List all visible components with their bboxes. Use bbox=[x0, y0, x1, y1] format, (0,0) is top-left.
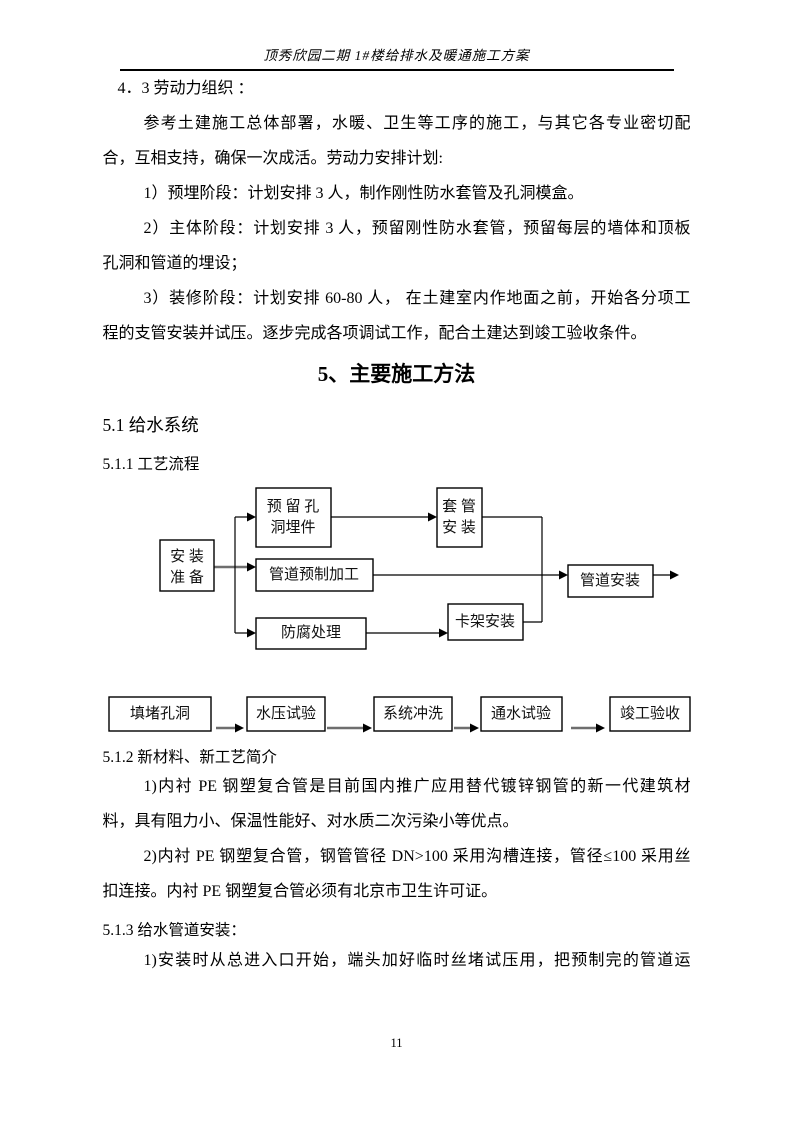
flowchart-box-sleeve bbox=[435, 487, 483, 548]
page-number: 11 bbox=[390, 1036, 403, 1050]
arrowhead bbox=[246, 512, 256, 522]
arrowhead bbox=[234, 723, 244, 733]
flowchart-box-water-test bbox=[479, 696, 563, 732]
flowchart-box-prep bbox=[158, 539, 215, 592]
arrowhead bbox=[595, 723, 605, 733]
heading-5: 5、主要施工方法 bbox=[317, 362, 476, 386]
arrowhead bbox=[362, 723, 372, 733]
list-item: 1）预埋阶段：计划安排 3 人，制作刚性防水套管及孔洞模盒。 bbox=[143, 185, 584, 202]
flowchart-box-prefab bbox=[254, 558, 374, 592]
heading-5-1: 5.1 给水系统 bbox=[102, 415, 199, 435]
paragraph-line: 扣连接。内衬 PE 钢塑复合管必须有北京市卫生许可证。 bbox=[102, 883, 498, 900]
flowchart-label: 通水试验 bbox=[490, 705, 550, 722]
flowchart-label: 预 留 孔 bbox=[266, 498, 319, 515]
flowchart-box-pipe-install bbox=[566, 564, 654, 598]
flowchart-label: 系统冲洗 bbox=[382, 705, 442, 722]
arrowhead bbox=[558, 570, 568, 580]
document-body: 4．3 劳动力组织 ： 参考土建施工总体部署，水暖、卫生等工序的施工，与其它各专… bbox=[103, 71, 691, 978]
flowchart-label: 洞埋件 bbox=[270, 519, 315, 536]
flowchart-label: 防腐处理 bbox=[280, 623, 340, 641]
list-item: 3）装修阶段：计划安排 60-80 人， 在土建室内作地面之前，开始各分项工 bbox=[143, 290, 691, 307]
arrowhead bbox=[438, 628, 448, 638]
paragraph-line: 合，互相支持，确保一次成活。劳动力安排计划: bbox=[102, 150, 443, 167]
flowchart-box-anticorrosion bbox=[254, 617, 367, 650]
header-title: 顶秀欣园二期 1#楼给排水及暖通施工方案 bbox=[263, 48, 530, 63]
arrowhead bbox=[469, 723, 479, 733]
page-footer: 11 bbox=[0, 1036, 793, 1051]
heading-4-3: 4．3 劳动力组织 ： bbox=[117, 80, 254, 97]
flowchart-label: 安 装 bbox=[442, 519, 476, 536]
flowchart-box-completion bbox=[608, 696, 691, 732]
flowchart-box-pressure-test bbox=[245, 696, 326, 732]
paragraph-line: 程的支管安装并试压。逐步完成各项调试工作，配合土建达到竣工验收条件。 bbox=[102, 325, 647, 342]
flowchart-label: 卡架安装 bbox=[454, 613, 514, 630]
flowchart-label: 管道安装 bbox=[579, 572, 639, 589]
flowchart-label: 套 管 bbox=[442, 498, 476, 515]
paragraph-line: 料，具有阻力小、保温性能好、对水质二次污染小等优点。 bbox=[102, 813, 519, 830]
arrowhead bbox=[427, 512, 437, 522]
flowchart-box-fill-holes bbox=[107, 696, 212, 732]
flowchart-label: 管道预制加工 bbox=[268, 566, 358, 583]
flowchart-label: 安 装 bbox=[170, 548, 204, 565]
arrowhead bbox=[246, 628, 256, 638]
paragraph-line: 参考土建施工总体部署，水暖、卫生等工序的施工，与其它各专业密切配 bbox=[143, 115, 691, 132]
heading-5-1-3: 5.1.3 给水管道安装： bbox=[102, 922, 246, 939]
paragraph-line: 2)内衬 PE 钢塑复合管，钢管管径 DN>100 采用沟槽连接，管径≤100 … bbox=[143, 848, 691, 865]
flowchart-box-system-flush bbox=[372, 696, 453, 732]
paragraph-line: 1)安装时从总进入口开始，端头加好临时丝堵试压用，把预制完的管道运 bbox=[143, 952, 691, 969]
flowchart-box-bracket bbox=[446, 603, 524, 641]
flowchart-label: 准 备 bbox=[170, 569, 204, 586]
paragraph-line: 1)内衬 PE 钢塑复合管是目前国内推广应用替代镀锌钢管的新一代建筑材 bbox=[143, 778, 691, 795]
process-flowchart: 安 装 准 备 预 留 孔 洞埋件 管道预制加工 防腐处理 套 管 安 装 卡架… bbox=[158, 487, 679, 650]
arrowhead bbox=[669, 570, 679, 580]
flowchart-label: 填堵孔洞 bbox=[129, 705, 189, 722]
list-item: 2）主体阶段：计划安排 3 人，预留刚性防水套管，预留每层的墙体和顶板 bbox=[143, 220, 691, 237]
heading-5-1-2: 5.1.2 新材料、新工艺简介 bbox=[102, 749, 277, 766]
flowchart-box-reserve-holes bbox=[254, 487, 332, 548]
flowchart-label: 竣工验收 bbox=[619, 705, 679, 722]
paragraph-line: 孔洞和管道的埋设； bbox=[102, 255, 247, 272]
arrowhead bbox=[246, 562, 256, 572]
page-header: 顶秀欣园二期 1#楼给排水及暖通施工方案 bbox=[119, 0, 674, 71]
flowchart-label: 水压试验 bbox=[255, 705, 315, 722]
acceptance-flowchart: 填堵孔洞 水压试验 系统冲洗 通水试验 竣工验收 bbox=[107, 696, 691, 733]
heading-5-1-1: 5.1.1 工艺流程 bbox=[102, 456, 200, 473]
